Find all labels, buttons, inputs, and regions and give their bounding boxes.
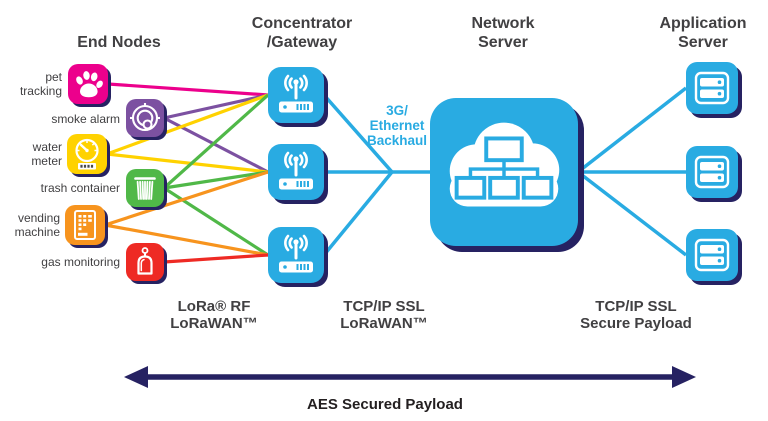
trash-can-icon <box>134 177 156 200</box>
antenna-router-icon <box>279 151 313 190</box>
app-server-3-node <box>686 229 738 281</box>
end-nodes-header: End Nodes <box>77 34 161 51</box>
gateway-1-node <box>268 67 324 123</box>
application-server-header: Application Server <box>659 15 747 51</box>
gauge-icon <box>75 138 99 170</box>
server-icon <box>694 238 730 272</box>
water-meter-node <box>67 134 107 174</box>
server-icon <box>694 155 730 189</box>
backhaul-label: 3G/ Ethernet Backhaul <box>366 103 428 148</box>
tcpip-secure-payload-label: TCP/IP SSL Secure Payload <box>580 298 692 332</box>
pet-tracking-node <box>68 64 108 104</box>
app-server-2-node <box>686 146 738 198</box>
smoke-detector-icon <box>130 103 160 132</box>
antenna-router-icon <box>279 74 313 113</box>
vending-machine-label: vending machine <box>14 211 60 239</box>
network-server-header: Network Server <box>471 15 535 51</box>
gas-monitoring-label: gas monitoring <box>41 255 120 269</box>
trash-container-label: trash container <box>40 181 120 195</box>
water-meter-label: water meter <box>31 140 62 168</box>
vending-machine-node <box>65 205 105 245</box>
gas-monitoring-node <box>126 243 164 281</box>
gateway-2-node <box>268 144 324 200</box>
smoke-alarm-label: smoke alarm <box>51 112 120 126</box>
lora-rf-label: LoRa® RF LoRaWAN™ <box>170 298 258 332</box>
antenna-router-icon <box>279 234 313 273</box>
smoke-alarm-node <box>126 99 164 137</box>
pet-tracking-label: pet tracking <box>19 70 62 98</box>
trash-container-node <box>126 169 164 207</box>
paw-icon <box>76 71 103 98</box>
app-server-1-node <box>686 62 738 114</box>
concentrator-gateway-header: Concentrator /Gateway <box>251 15 353 51</box>
aes-double-arrow <box>124 366 696 388</box>
tcpip-lorawan-label: TCP/IP SSL LoRaWAN™ <box>340 298 428 332</box>
server-icon <box>694 71 730 105</box>
vending-machine-icon <box>74 210 96 240</box>
gateway-3-node <box>268 227 324 283</box>
aes-secured-payload-label: AES Secured Payload <box>307 396 463 413</box>
cloud-network-icon <box>449 122 560 207</box>
gas-tank-icon <box>137 247 153 275</box>
network-server-node <box>430 98 578 246</box>
